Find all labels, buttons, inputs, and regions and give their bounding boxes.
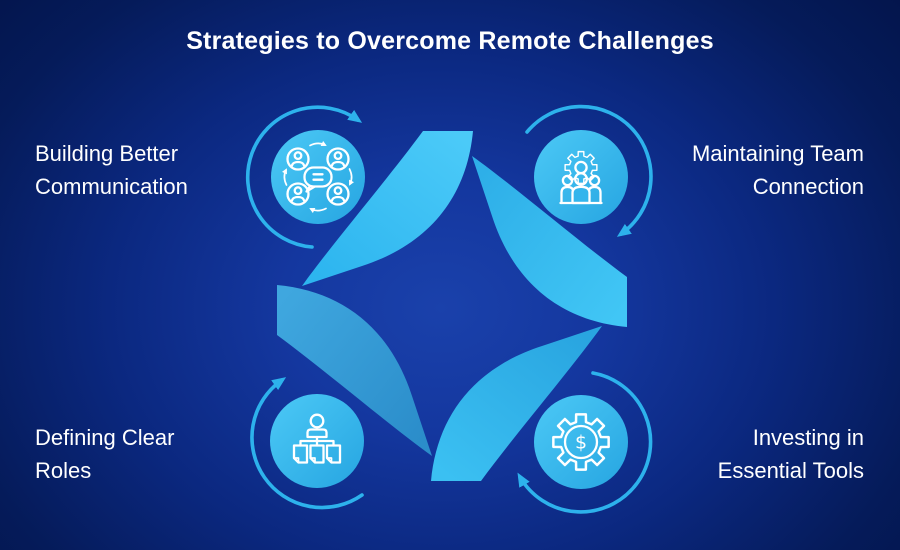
cycle-arrow-bottom-left [250,377,364,510]
cycle-arrow-top-right [525,104,653,237]
avatar [286,147,310,171]
equals-icon [312,173,324,181]
cycle-arrow-bottom-right [517,371,653,514]
label-investing-essential-tools: Investing in Essential Tools [718,421,864,487]
avatar [286,182,310,206]
person-body [571,185,591,205]
cycle-arrow-top-left [245,105,363,249]
person-head [574,172,588,186]
document-icon [309,444,325,464]
cycle-mini-arrow [309,140,327,147]
document-icon [292,444,309,464]
page-title: Strategies to Overcome Remote Challenges [186,27,714,55]
communication-people-icon [281,140,355,214]
person-body [306,428,328,439]
speech-bubble [303,166,333,193]
label-line: Roles [35,458,92,483]
person-head [588,174,601,187]
label-line: Maintaining Team [691,141,864,166]
swoosh-left [277,285,432,456]
swoosh-bottom [431,326,602,481]
label-line: Essential Tools [717,458,864,483]
gear-dollar-icon: $ [552,413,610,471]
label-defining-clear-roles: Defining Clear Roles [35,421,174,487]
label-line: Building Better [35,141,179,166]
label-line: Communication [35,174,188,199]
connector-lines [299,435,335,447]
cycle-mini-arrow [309,207,327,214]
dollar-sign: $ [575,432,587,454]
icon-circle-top-right [534,130,628,224]
label-maintaining-team-connection: Maintaining Team Connection [692,137,864,203]
org-chart-icon [292,413,342,464]
pinwheel-swooshes [277,131,627,481]
icon-circle-bottom-right [534,395,628,489]
avatar [326,147,350,171]
document-icon [325,444,342,464]
label-line: Connection [752,174,864,199]
person-head [309,413,325,429]
swoosh-top [302,131,473,286]
swoosh-right [472,156,627,327]
cycle-mini-arrow [281,168,288,186]
cycle-mini-arrow [348,168,355,186]
label-line: Defining Clear [35,425,175,450]
label-line: Investing in [752,425,864,450]
team-gear-icon [559,150,603,205]
label-building-better-communication: Building Better Communication [35,137,188,203]
person-head [561,174,574,187]
avatar [326,182,350,206]
